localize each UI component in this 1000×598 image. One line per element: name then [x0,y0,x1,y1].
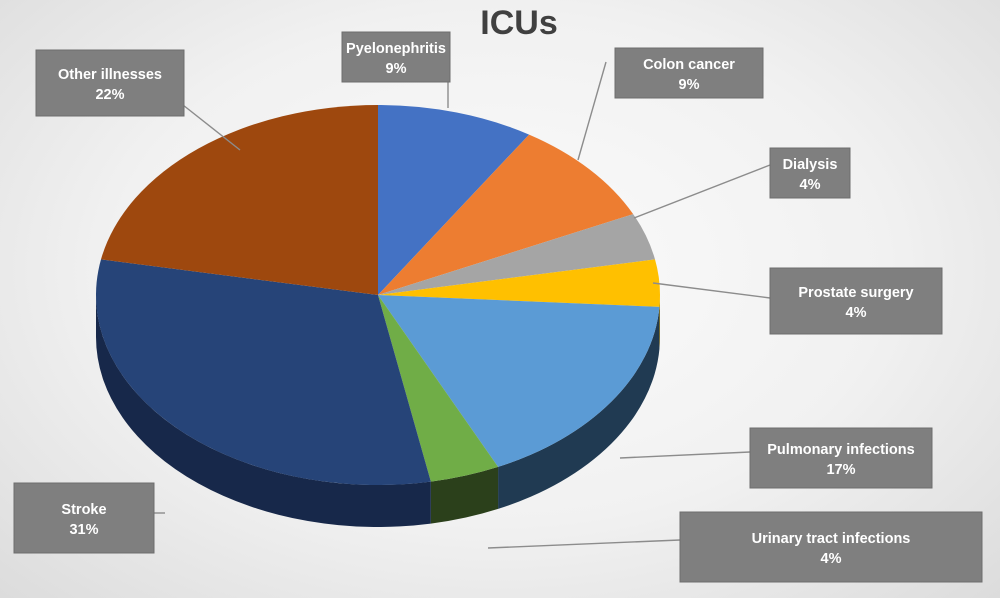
callout-box [769,147,851,199]
slice-stroke [96,259,431,485]
slice-value-label: 4% [846,305,867,321]
leader-line-colon-cancer [577,61,607,161]
callout-other-illnesses: Other illnesses 22% [35,49,185,117]
slice-side-urinary-tract-infections [430,466,499,524]
slice-label: Other illnesses [58,67,162,83]
slice-value-label: 4% [821,551,842,567]
callout-urinary-tract-infections: Urinary tract infections 4% [679,511,983,583]
callout-prostate-surgery: Prostate surgery 4% [769,267,943,335]
slice-value-label: 31% [69,522,98,538]
slice-label: Dialysis [783,157,838,173]
slice-label: Pyelonephritis [346,41,446,57]
slice-urinary-tract-infections [378,295,499,482]
pie-tops [96,105,660,485]
leader-line-dialysis [633,164,771,219]
slice-pulmonary-infections [378,295,660,467]
callout-box [749,427,933,489]
slice-label: Pulmonary infections [767,442,914,458]
slice-prostate-surgery [378,259,660,307]
slice-colon-cancer [378,134,634,295]
slice-label: Prostate surgery [798,285,913,301]
callout-box [769,267,943,335]
leader-line-prostate-surgery [652,282,771,299]
slice-label: Colon cancer [643,57,735,73]
slice-side-stroke [96,295,431,527]
slice-label: Stroke [61,502,106,518]
callout-box [341,31,451,83]
callout-pulmonary-infections: Pulmonary infections 17% [749,427,933,489]
pie-sides [96,295,660,527]
callout-dialysis: Dialysis 4% [769,147,851,199]
slice-dialysis [378,214,656,295]
callout-colon-cancer: Colon cancer 9% [614,47,764,99]
slice-value-label: 17% [826,462,855,478]
leader-line-pulmonary-infections [619,451,751,459]
slice-label: Urinary tract infections [752,531,911,547]
slice-value-label: 22% [95,87,124,103]
leader-line-urinary-tract-infections [487,539,681,549]
slice-other-illnesses [100,105,378,295]
slice-side-prostate-surgery [659,295,660,349]
chart-title: ICUs [480,4,557,42]
callout-box [35,49,185,117]
callout-stroke: Stroke 31% [13,482,155,554]
slice-value-label: 4% [800,177,821,193]
slice-side-pulmonary-infections [498,306,660,509]
callout-box [614,47,764,99]
slice-pyelonephritis [378,105,530,295]
slice-value-label: 9% [386,61,407,77]
callouts: Pyelonephritis 9% Colon cancer 9% Dialysis 4%… [13,31,983,583]
callout-pyelonephritis: Pyelonephritis 9% [341,31,451,83]
callout-box [13,482,155,554]
slice-value-label: 9% [679,77,700,93]
callout-box [679,511,983,583]
leader-line-other-illnesses [182,104,241,151]
